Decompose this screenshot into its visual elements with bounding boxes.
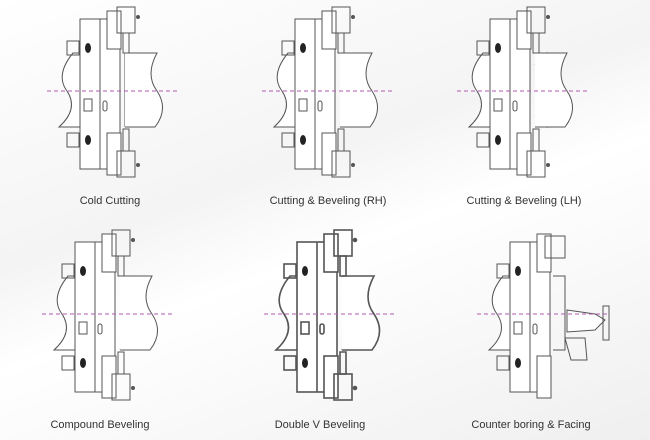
cutter-bottom: [122, 128, 130, 152]
bolt-block-top: [61, 263, 75, 279]
cutter-bottom: [117, 351, 125, 375]
screw: [131, 238, 135, 242]
pipe-right: [120, 275, 158, 351]
pipe-left: [467, 52, 494, 128]
label-double-v-beveling: Double V Beveling: [274, 419, 366, 431]
bolt-bottom: [515, 358, 521, 368]
bolt-top: [300, 43, 306, 53]
pipe-right: [535, 52, 573, 128]
pipe-left: [57, 52, 84, 128]
bolt-block-bottom: [66, 132, 80, 148]
handwheel: [602, 305, 610, 341]
cutter-bottom: [337, 128, 345, 152]
label-compound-beveling: Compound Beveling: [50, 419, 150, 431]
drawing-cut: [47, 6, 177, 178]
bolt-block-top: [496, 263, 510, 279]
feed-bracket: [564, 337, 588, 361]
slot-round: [97, 323, 103, 335]
slot-square: [493, 98, 503, 112]
bolt-block-bottom: [281, 132, 295, 148]
cutter-top: [339, 255, 347, 277]
bolt-block-top: [476, 40, 490, 56]
bolt-top: [80, 266, 86, 276]
bottom-plate: [101, 355, 117, 399]
bolt-bottom: [495, 135, 501, 145]
bolt-top: [302, 266, 308, 276]
screw: [546, 163, 550, 167]
drawing-rh: [262, 6, 392, 178]
bottom-plate: [106, 132, 122, 176]
pipe-left: [272, 52, 299, 128]
label-cutting-beveling-lh: Cutting & Beveling (LH): [466, 195, 582, 207]
drawing-doublev: [264, 229, 394, 401]
drawing-compound: [42, 229, 172, 401]
screw: [352, 237, 358, 243]
top-plate: [101, 233, 117, 273]
top-plate: [106, 10, 122, 50]
slot-round: [102, 100, 108, 112]
bottom-plate: [321, 132, 337, 176]
screw: [136, 15, 140, 19]
cutter-top: [532, 32, 540, 54]
drawing-counter: [477, 233, 610, 399]
slot-square: [300, 321, 310, 335]
bolt-block-top: [281, 40, 295, 56]
cutter-bottom: [339, 351, 347, 375]
pipe-right: [125, 52, 163, 128]
bolt-top: [495, 43, 501, 53]
slot-square: [83, 98, 93, 112]
pipe-left: [273, 275, 301, 351]
bottom-plate: [536, 355, 552, 399]
top-plate: [323, 233, 339, 273]
bolt-block-bottom: [476, 132, 490, 148]
top-plate: [536, 233, 552, 273]
bolt-block-bottom: [283, 355, 297, 371]
label-cutting-beveling-rh: Cutting & Beveling (RH): [269, 195, 387, 207]
bolt-block-top: [66, 40, 80, 56]
label-counter-boring-facing: Counter boring & Facing: [471, 419, 591, 431]
screw: [351, 15, 355, 19]
pipe-left: [52, 275, 79, 351]
screw: [131, 386, 135, 390]
bolt-block-top: [283, 263, 297, 279]
screw: [136, 163, 140, 167]
bolt-bottom: [300, 135, 306, 145]
bolt-bottom: [302, 358, 308, 368]
bolt-bottom: [85, 135, 91, 145]
slot-square: [298, 98, 308, 112]
label-cold-cutting: Cold Cutting: [79, 195, 141, 207]
bottom-plate: [323, 355, 339, 399]
screw: [352, 385, 358, 391]
screw: [546, 15, 550, 19]
cutter-top: [122, 32, 130, 54]
screw: [351, 163, 355, 167]
top-plate: [516, 10, 532, 50]
pipe-right: [340, 52, 378, 128]
cutter-top: [117, 255, 125, 277]
bolt-block-bottom: [496, 355, 510, 371]
pipe-left: [487, 275, 514, 351]
slot-round: [532, 323, 538, 335]
bottom-plate: [516, 132, 532, 176]
slot-round: [317, 100, 323, 112]
drawing-lh: [457, 6, 587, 178]
pipe-right: [342, 275, 381, 351]
boring-head: [566, 309, 606, 333]
bolt-bottom: [80, 358, 86, 368]
tool-holder-top: [544, 235, 566, 259]
pipe-faced-end: [553, 275, 566, 351]
slot-square: [78, 321, 88, 335]
cutter-top: [337, 32, 345, 54]
slot-square: [513, 321, 523, 335]
bolt-block-bottom: [61, 355, 75, 371]
bolt-top: [85, 43, 91, 53]
cutter-bottom: [532, 128, 540, 152]
slot-round: [319, 323, 325, 335]
bolt-top: [515, 266, 521, 276]
slot-round: [512, 100, 518, 112]
top-plate: [321, 10, 337, 50]
